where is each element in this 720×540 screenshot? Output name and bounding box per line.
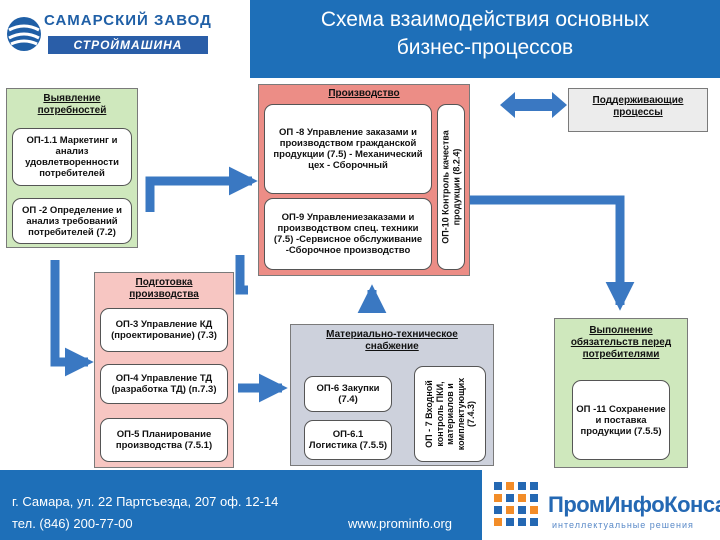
brand-name: ПромИнфоКонсалт bbox=[548, 492, 720, 517]
mts-title-line-1: Материально-техническое bbox=[326, 329, 458, 340]
arrow-needs-to-production bbox=[145, 166, 258, 212]
prep-title: Подготовка производства bbox=[95, 277, 233, 301]
arrow-production-to-fulfil bbox=[440, 195, 635, 311]
op-7-text: ОП - 7 Входной контроль ПКИ, материалов … bbox=[423, 377, 476, 451]
brand-block bbox=[482, 470, 720, 540]
fulfil-title-line-1: Выполнение bbox=[589, 325, 653, 336]
prep-title-line-2: производства bbox=[129, 289, 199, 300]
logo-company-name: САМАРСКИЙ ЗАВОД bbox=[44, 12, 212, 29]
needs-title-line-2: потребностей bbox=[37, 105, 107, 116]
company-logo bbox=[4, 8, 240, 70]
needs-title: Выявление потребностей bbox=[7, 93, 137, 117]
fulfil-title-line-2: обязательств перед bbox=[570, 337, 672, 348]
needs-title-line-1: Выявление bbox=[43, 93, 101, 104]
op-10-text: ОП-10 Контроль качества продукции (8.2.4… bbox=[440, 130, 462, 244]
support-title-line-2: процессы bbox=[613, 107, 663, 118]
op-2: ОП -2 Определение и анализ требований по… bbox=[12, 198, 132, 244]
op-7: ОП - 7 Входной контроль ПКИ, материалов … bbox=[414, 366, 486, 462]
mts-title: Материально-техническое снабжение bbox=[291, 329, 493, 353]
brand-logo-icon bbox=[494, 482, 538, 526]
title-line-1: Схема взаимодействия основных bbox=[320, 8, 650, 31]
op-10: ОП-10 Контроль качества продукции (8.2.4… bbox=[437, 104, 465, 270]
op-8: ОП -8 Управление заказами и производство… bbox=[264, 104, 432, 194]
support-title-line-1: Поддерживающие bbox=[592, 95, 684, 106]
footer-address: г. Самара, ул. 22 Партсъезда, 207 оф. 12… bbox=[12, 494, 279, 509]
op-1-1: ОП-1.1 Маркетинг и анализ удовлетворенно… bbox=[12, 128, 132, 186]
fulfil-title-line-3: потребителями bbox=[582, 349, 660, 360]
op-6-1: ОП-6.1 Логистика (7.5.5) bbox=[304, 420, 392, 460]
block-support: Поддерживающие процессы bbox=[568, 88, 708, 132]
arrow-production-prep bbox=[235, 255, 248, 295]
support-title: Поддерживающие процессы bbox=[569, 95, 707, 119]
fulfil-title: Выполнение обязательств перед потребител… bbox=[555, 325, 687, 361]
logo-company-sub: СТРОЙМАШИНА bbox=[48, 36, 208, 54]
arrow-needs-to-prep bbox=[50, 260, 94, 377]
op-11: ОП -11 Сохранение и поставка продукции (… bbox=[572, 380, 670, 460]
op-5: ОП-5 Планирование производства (7.5.1) bbox=[100, 418, 228, 462]
prep-title-line-1: Подготовка bbox=[135, 277, 193, 288]
footer-url[interactable]: www.prominfo.org bbox=[348, 516, 453, 531]
op-3: ОП-3 Управление КД (проектирование) (7.3… bbox=[100, 308, 228, 352]
op-6: ОП-6 Закупки (7.4) bbox=[304, 376, 392, 412]
op-9: ОП-9 Управлениезаказами и производством … bbox=[264, 198, 432, 270]
op-4: ОП-4 Управление ТД (разработка ТД) (п.7.… bbox=[100, 364, 228, 404]
page-title: Схема взаимодействия основных бизнес-про… bbox=[250, 6, 720, 62]
brand-tagline: интеллектуальные решения bbox=[552, 520, 694, 530]
footer-phone: тел. (846) 200-77-00 bbox=[12, 516, 133, 531]
title-band bbox=[250, 0, 720, 78]
globe-icon bbox=[7, 17, 41, 51]
production-title: Производство bbox=[328, 88, 400, 99]
mts-title-line-2: снабжение bbox=[365, 341, 419, 352]
title-line-2: бизнес-процессов bbox=[396, 36, 574, 59]
arrow-support-double bbox=[500, 92, 567, 118]
